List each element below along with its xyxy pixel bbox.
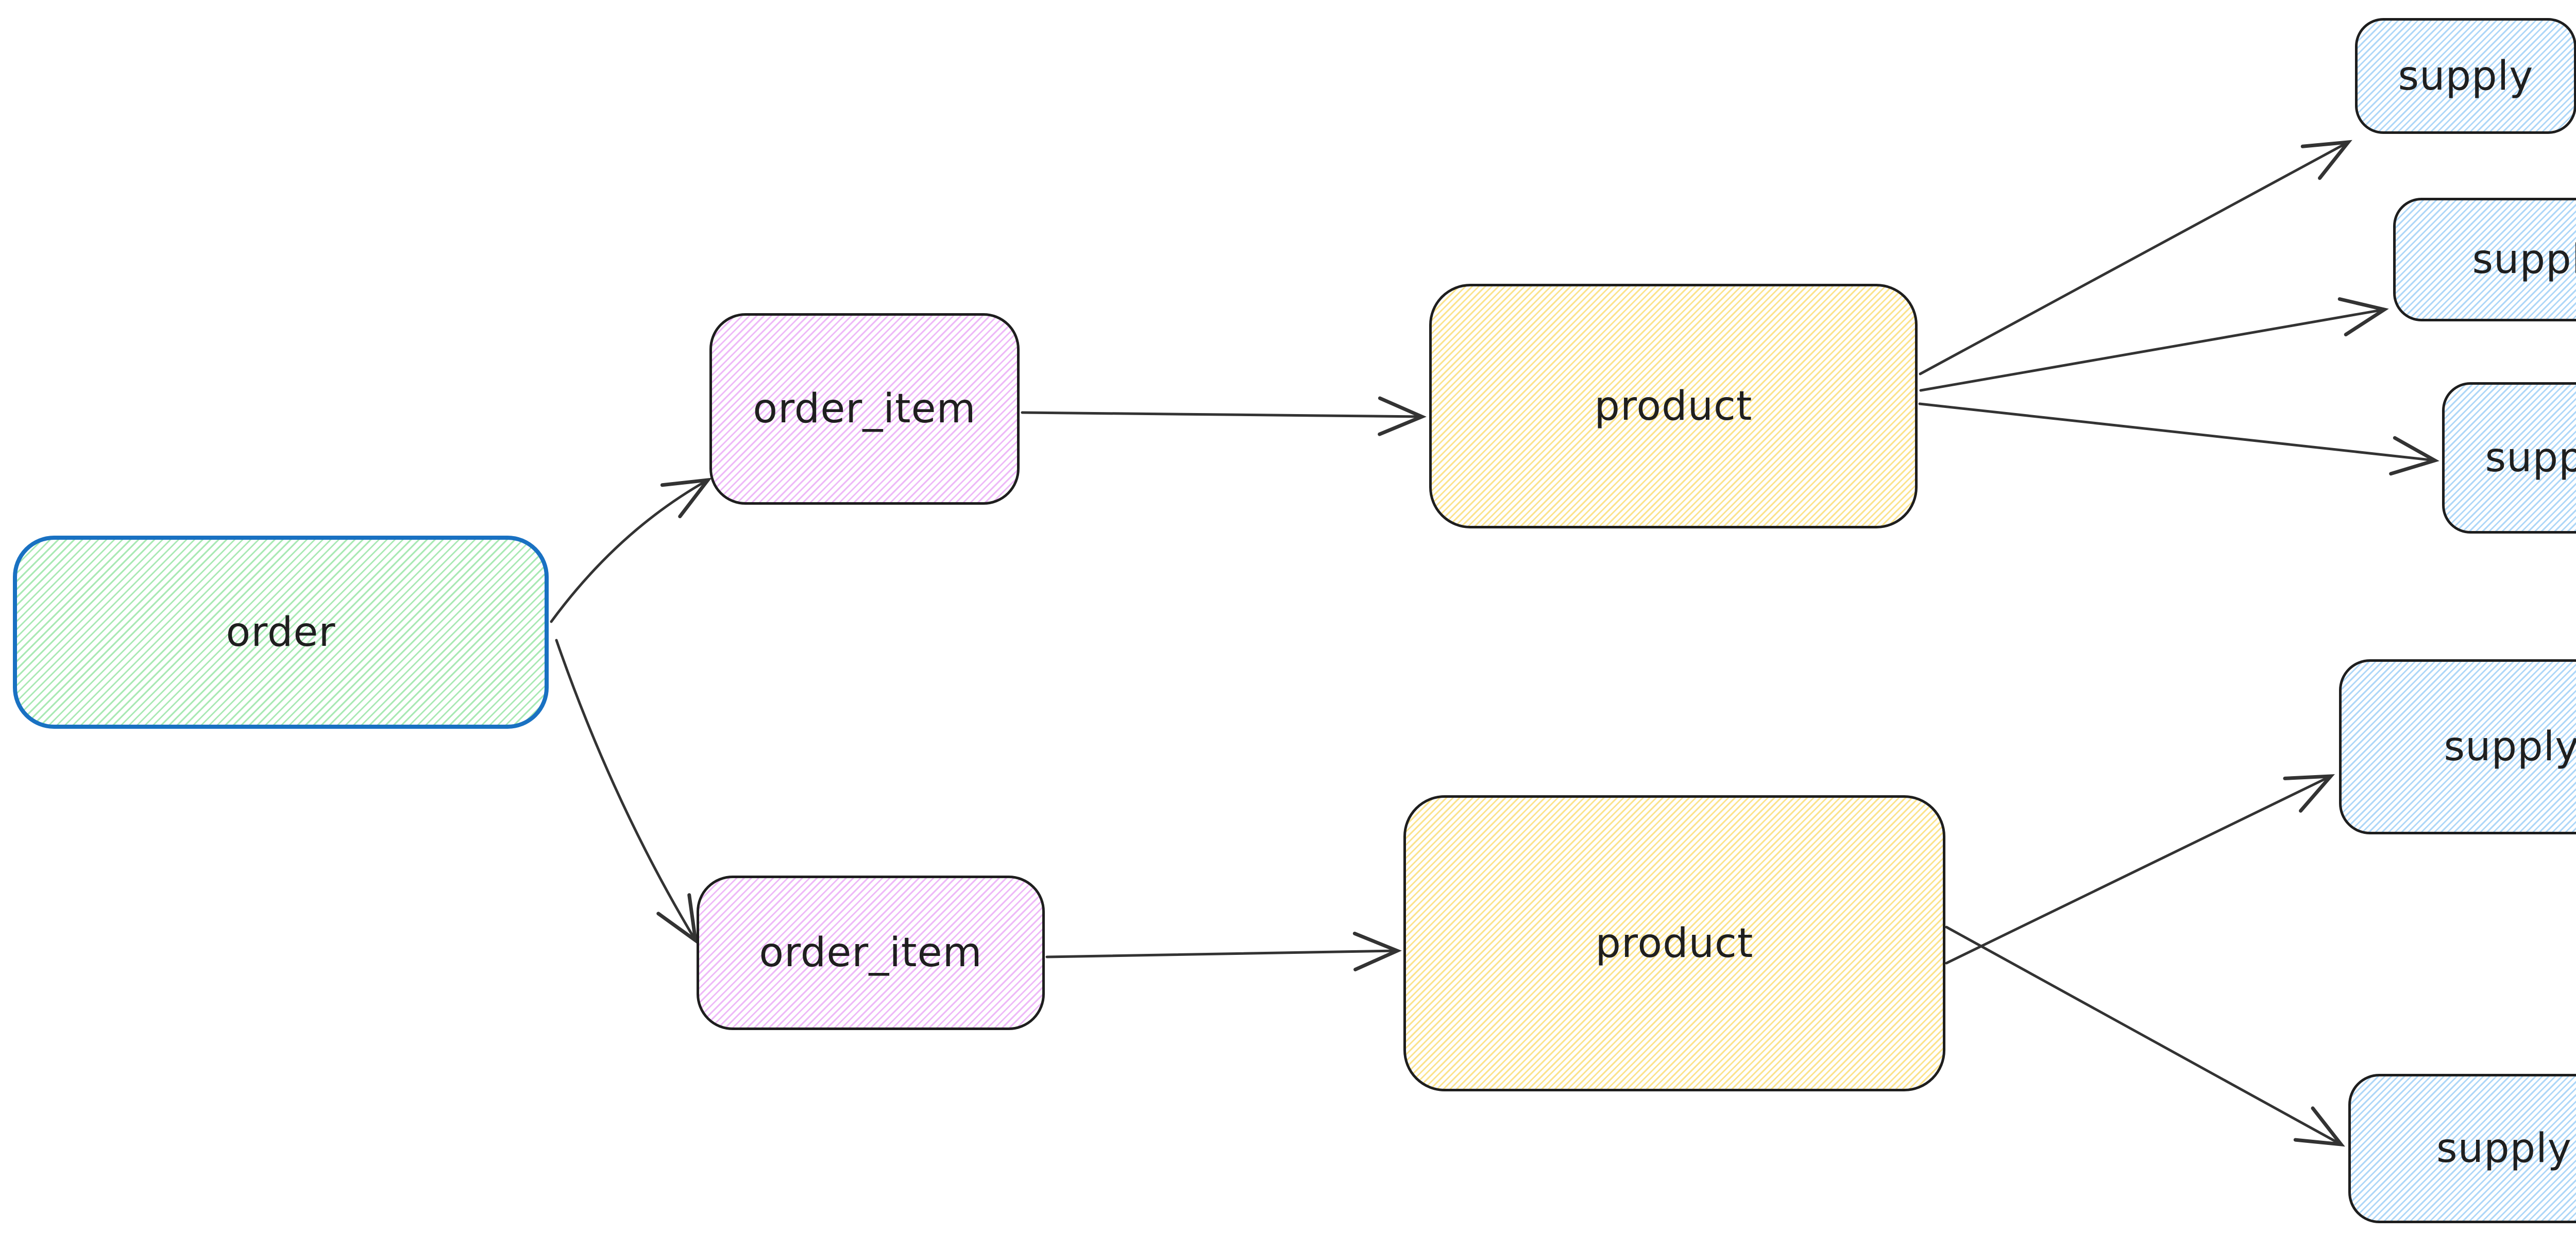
node-supply-2[interactable]: supply: [2393, 198, 2576, 321]
node-supply-3-label: supply: [2485, 435, 2576, 481]
node-order[interactable]: order: [13, 536, 549, 729]
node-supply-1[interactable]: supply: [2355, 18, 2576, 134]
node-supply-1-label: supply: [2398, 53, 2534, 99]
node-supply-4-label: supply: [2444, 724, 2576, 770]
node-order-item-bottom-label: order_item: [759, 930, 982, 976]
arrow-product-top-to-supply-2[interactable]: [1919, 297, 2389, 392]
node-supply-4[interactable]: supply: [2339, 659, 2576, 834]
arrow-product-top-to-supply-1[interactable]: [1919, 140, 2352, 375]
node-supply-5[interactable]: supply: [2348, 1074, 2576, 1223]
node-order-item-top[interactable]: order_item: [709, 313, 1020, 505]
arrow-order-to-order-item-bottom[interactable]: [555, 639, 698, 945]
node-supply-3[interactable]: supply: [2442, 382, 2576, 534]
arrow-product-top-to-supply-3[interactable]: [1918, 402, 2439, 476]
arrow-product-bottom-to-supply-4[interactable]: [1945, 774, 2335, 965]
node-product-bottom[interactable]: product: [1403, 795, 1945, 1091]
arrow-order-item-bottom-to-product-bottom[interactable]: [1045, 931, 1402, 971]
node-order-item-top-label: order_item: [753, 386, 976, 432]
node-product-top[interactable]: product: [1429, 284, 1918, 528]
arrow-order-item-top-to-product-top[interactable]: [1021, 396, 1427, 436]
node-order-label: order: [226, 609, 336, 656]
arrow-order-to-order-item-top[interactable]: [550, 477, 712, 623]
arrow-product-bottom-to-supply-5[interactable]: [1945, 926, 2345, 1147]
node-supply-5-label: supply: [2436, 1125, 2572, 1172]
node-supply-2-label: supply: [2472, 236, 2576, 283]
node-product-bottom-label: product: [1595, 920, 1754, 967]
node-order-item-bottom[interactable]: order_item: [697, 876, 1045, 1030]
node-product-top-label: product: [1594, 383, 1753, 430]
